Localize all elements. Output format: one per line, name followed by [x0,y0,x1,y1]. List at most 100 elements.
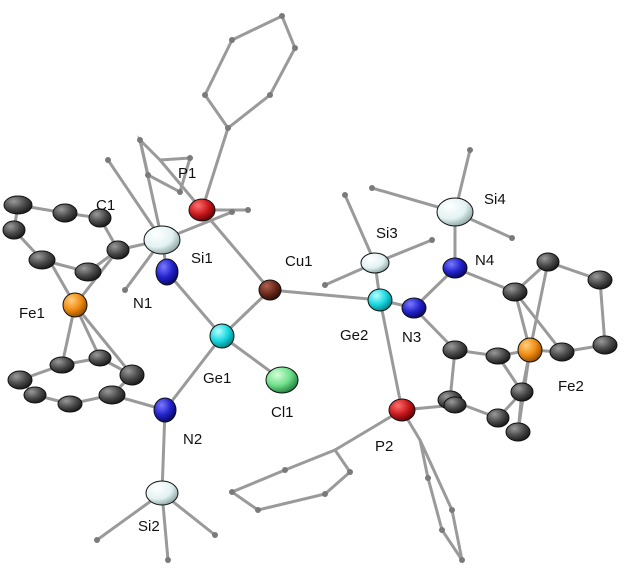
atom-n3 [401,297,427,319]
label-n1: N1 [133,295,152,312]
label-si3: Si3 [376,225,398,242]
atom-labels: C1 P1 Si1 Fe1 N1 Ge1 N2 Si2 Cl1 Cu1 Si3 … [19,165,584,535]
bond [203,13,297,130]
bond [73,303,134,377]
label-si4: Si4 [484,191,506,208]
carbon-dot [429,237,435,243]
label-fe2: Fe2 [558,378,584,395]
carbon-dot [425,475,431,481]
label-p1: P1 [178,165,196,182]
atom-n2 [153,397,177,423]
label-si1: Si1 [191,250,213,267]
bond [268,288,382,302]
carbon-dot [439,527,445,533]
carbon-atom [510,382,534,402]
carbon-dot [279,13,285,19]
atom-c1 [3,195,33,215]
carbon-dot [187,155,193,161]
carbon-atom [486,408,510,428]
atom-cl1 [265,366,299,394]
atom-cu1 [258,279,282,301]
atom-fe2 [517,337,543,363]
carbon-atom [98,385,126,405]
bond [137,135,193,195]
carbon-atom [57,395,83,413]
label-ge1: Ge1 [203,370,231,387]
carbon-atom [2,220,26,240]
carbon-dot [212,532,218,538]
bond [528,260,550,352]
carbon-atom [106,240,130,260]
carbon-dot [94,537,100,543]
label-n4: N4 [475,252,494,269]
carbon-atom [88,349,112,367]
carbon-dot [342,192,348,198]
carbon-atom [119,364,145,386]
carbon-atom [52,203,78,223]
atom-si3 [360,252,390,274]
atom-p1 [188,198,216,222]
carbon-dot [322,491,328,497]
atom-p2 [388,398,416,422]
label-fe1: Fe1 [19,305,45,322]
cp-carbons [2,203,618,442]
carbon-dot [229,489,235,495]
carbon-dot [137,137,143,143]
atom-n4 [442,257,468,279]
carbon-dot [449,507,455,513]
bond [378,298,404,412]
label-ge2: Ge2 [340,327,368,344]
atom-si1 [143,225,181,255]
carbon-atom [49,356,75,374]
carbon-dot [145,172,151,178]
carbon-dot [347,469,353,475]
carbon-atom [443,396,467,414]
atom-si4 [436,197,474,227]
bond [163,334,224,412]
carbon-dot [165,557,171,563]
carbon-dot [122,287,128,293]
carbon-dot [105,157,111,163]
carbon-dot [202,92,208,98]
bond [160,408,167,495]
carbon-atom [88,208,112,228]
carbon-dot [177,189,183,195]
carbon-atom [23,386,47,404]
carbon-atom [587,270,613,290]
carbon-atom [442,340,468,360]
carbon-atom [74,262,102,282]
carbon-atom [485,347,511,365]
carbon-dot [459,557,465,563]
carbon-atom [7,370,33,390]
carbon-dot [509,235,515,241]
carbon-dot [369,185,375,191]
carbon-atom [502,282,528,302]
bond [418,438,464,561]
atom-ge2 [367,288,393,312]
label-n3: N3 [402,329,421,346]
atom-n1 [155,258,179,286]
label-c1: C1 [96,197,115,214]
bond [200,126,230,212]
carbon-dot [245,207,251,213]
bond [333,408,404,452]
atom-ge1 [209,323,235,349]
label-cu1: Cu1 [285,253,313,270]
atom-si2 [145,480,179,506]
carbon-dot [225,125,231,131]
label-si2: Si2 [138,518,160,535]
label-cl1: Cl1 [271,404,294,421]
carbon-dot [255,507,261,513]
carbon-dot [267,92,273,98]
carbon-atom [28,250,56,270]
terminal-carbons [94,13,515,563]
bond [343,193,377,265]
carbon-dot [229,209,235,215]
carbon-atom [505,422,531,442]
carbon-dot [292,45,298,51]
bond [106,158,164,242]
carbon-atom [592,335,618,355]
atom-fe1 [62,292,88,318]
